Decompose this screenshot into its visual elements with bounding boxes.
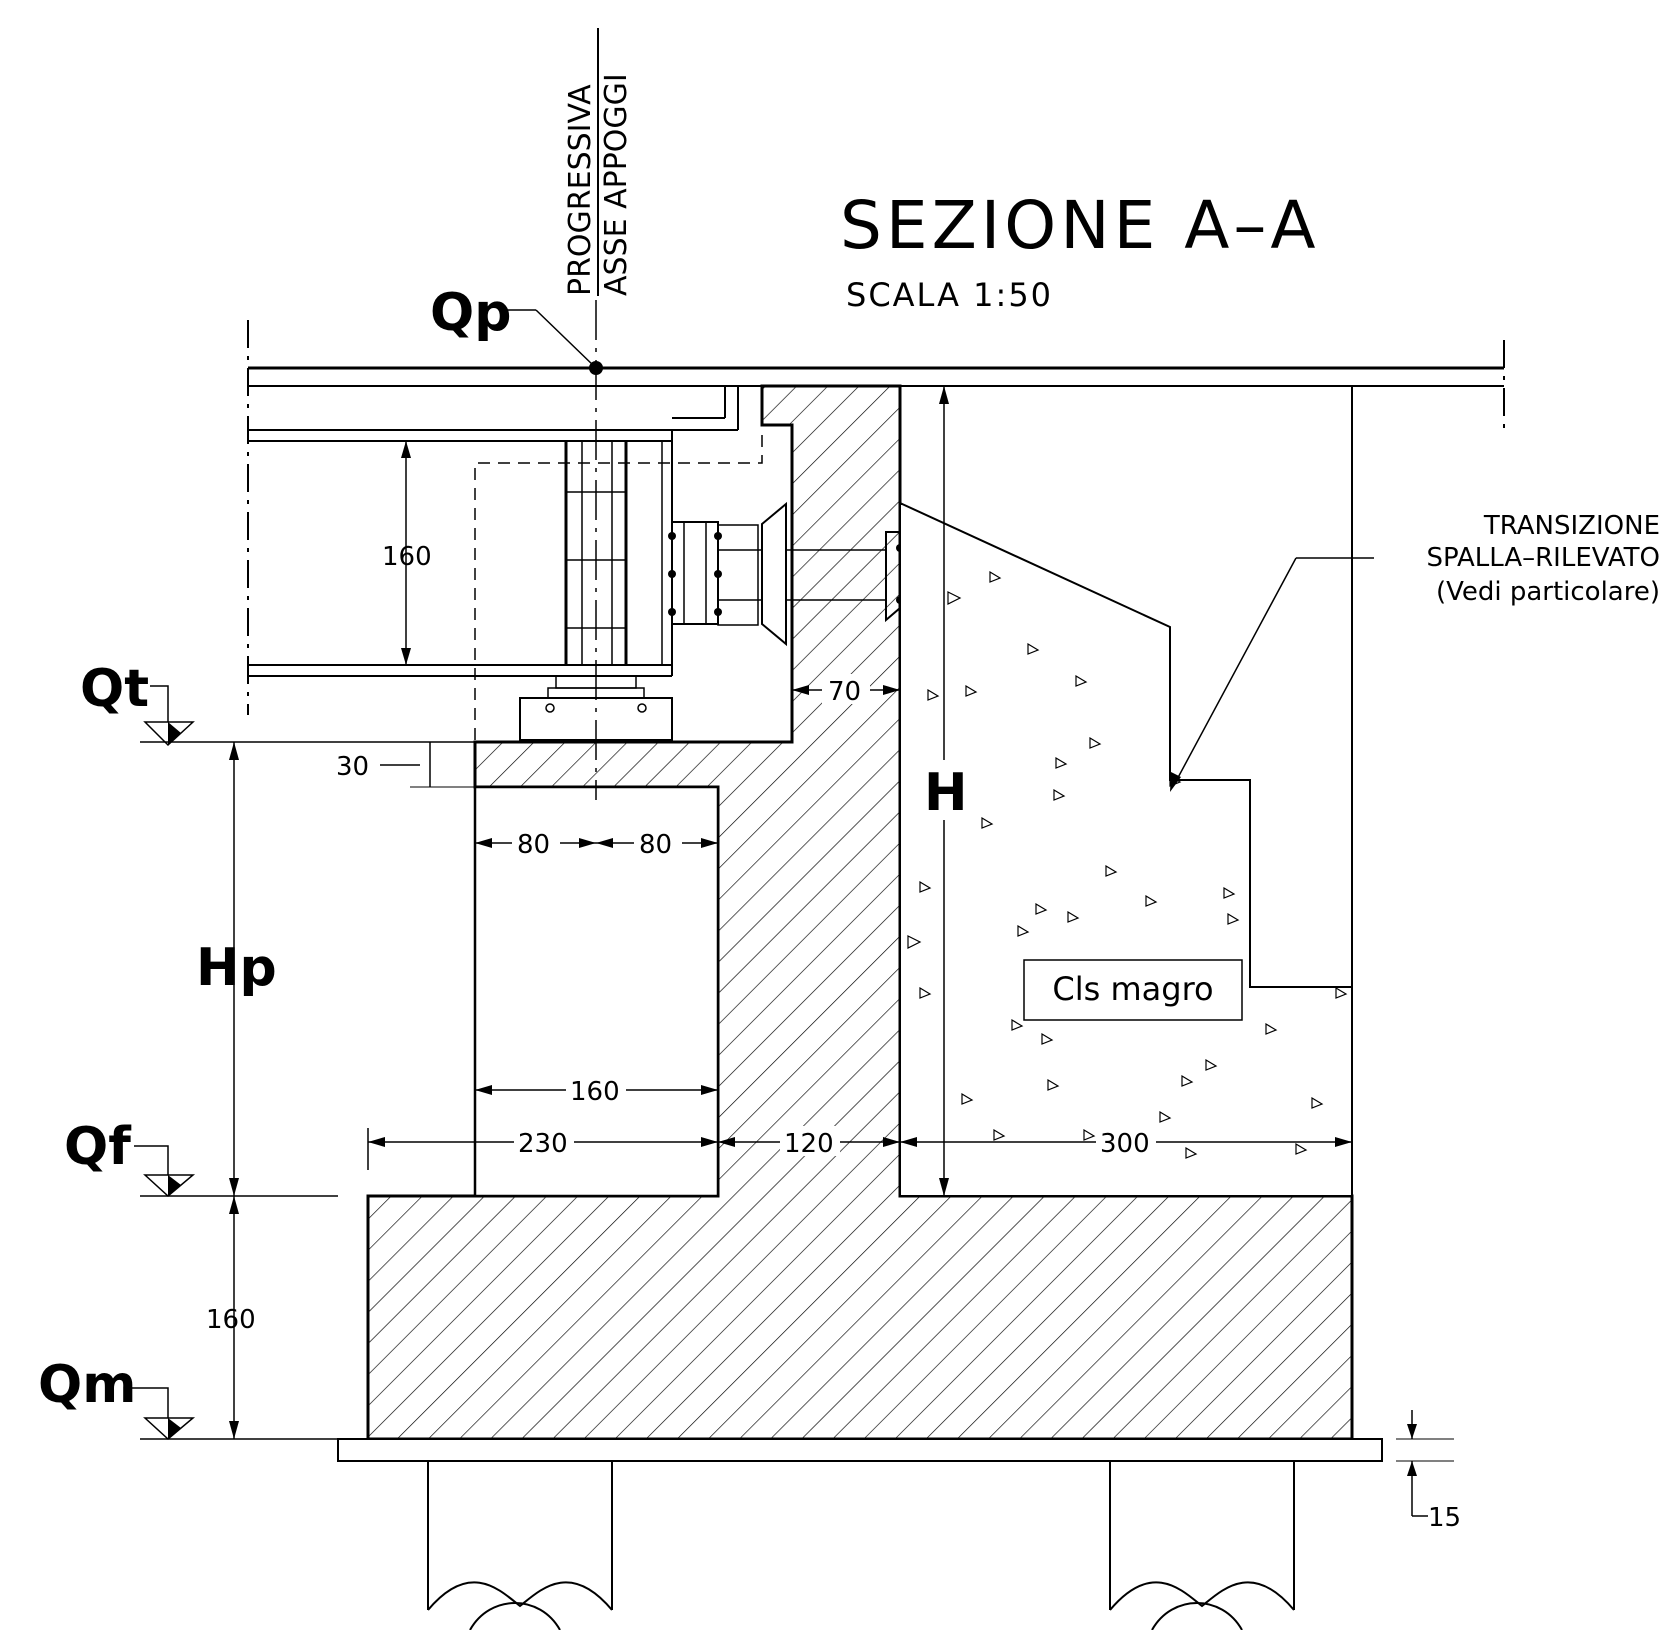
note-line-3: (Vedi particolare) <box>1436 577 1660 607</box>
level-qt: Qt <box>80 659 475 747</box>
dim-wall-top: 70 <box>792 674 900 707</box>
pile-left <box>427 1461 613 1630</box>
dim-hp-label: Hp <box>196 938 277 998</box>
dim-column-width-label: 160 <box>570 1077 620 1107</box>
dim-heel-label: 300 <box>1100 1129 1150 1159</box>
level-qf: Qf <box>64 1117 338 1197</box>
axis-label-bottom: ASSE APPOGGI <box>599 73 634 296</box>
steel-beam <box>248 386 763 740</box>
dim-footing-depth: 160 <box>206 1196 256 1439</box>
level-qt-label: Qt <box>80 659 149 719</box>
level-qm-label: Qm <box>38 1355 136 1415</box>
note-line-1: TRANSIZIONE <box>1483 511 1660 541</box>
level-qp: Qp <box>430 283 603 375</box>
fill-label: Cls magro <box>1023 959 1243 1021</box>
lean-concrete <box>337 1438 1383 1462</box>
transition-fill <box>899 501 1353 1197</box>
dim-pad: 30 <box>336 741 475 788</box>
dim-half-right: 80 <box>596 826 718 860</box>
dim-base: 230 120 300 <box>367 1126 1352 1170</box>
dim-toe-label: 230 <box>518 1129 568 1159</box>
dim-half-right-label: 80 <box>639 830 672 860</box>
dim-wall-base-label: 120 <box>784 1129 834 1159</box>
dim-lean-label: 15 <box>1428 1503 1461 1533</box>
dim-h-label: H <box>924 763 968 823</box>
dim-pad-label: 30 <box>336 752 369 782</box>
drawing-scale: SCALA 1:50 <box>846 276 1053 314</box>
axis-label: PROGRESSIVA ASSE APPOGGI <box>563 28 634 296</box>
dim-column-width: 160 <box>475 1074 718 1107</box>
dim-footing-depth-label: 160 <box>206 1305 256 1335</box>
dim-lean: 15 <box>1396 1410 1461 1533</box>
dim-beam-depth-label: 160 <box>382 542 432 572</box>
level-qf-label: Qf <box>64 1117 132 1177</box>
pile-right <box>1109 1461 1295 1630</box>
dim-half-left-label: 80 <box>517 830 550 860</box>
note-line-2: SPALLA–RILEVATO <box>1426 543 1660 573</box>
transition-note: TRANSIZIONE SPALLA–RILEVATO (Vedi partic… <box>1170 511 1660 792</box>
dim-wall-top-label: 70 <box>828 677 861 707</box>
level-qm: Qm <box>38 1355 338 1440</box>
dim-beam-depth: 160 <box>382 441 432 665</box>
drawing-title: SEZIONE A–A <box>840 187 1320 264</box>
fill-label-text: Cls magro <box>1052 970 1213 1008</box>
dim-h: H <box>922 386 968 1196</box>
dim-half-left: 80 <box>475 826 596 860</box>
dim-hp: Hp <box>196 742 277 1196</box>
axis-label-top: PROGRESSIVA <box>563 84 598 296</box>
level-qp-label: Qp <box>430 283 511 343</box>
